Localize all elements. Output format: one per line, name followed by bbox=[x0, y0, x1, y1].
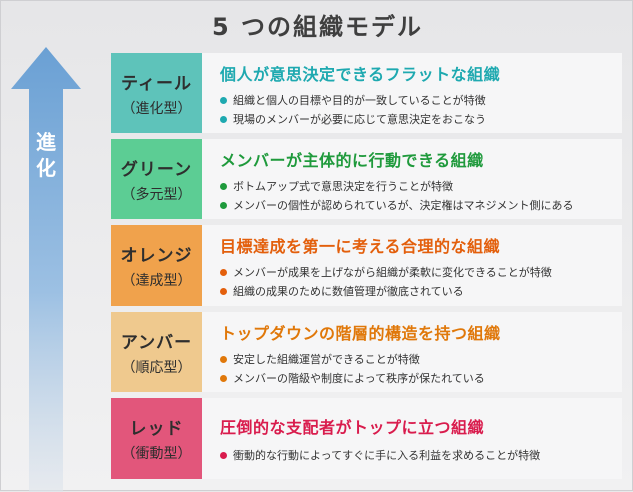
point-text: 組織と個人の目標や目的が一致していることが特徴 bbox=[233, 94, 486, 107]
bullet-icon bbox=[220, 375, 227, 382]
model-points: メンバーが成果を上げながら組織が柔軟に変化できることが特徴 組織の成果のために数… bbox=[220, 263, 616, 301]
model-row-red: レッド （衝動型） 圧倒的な支配者がトップに立つ組織 衝動的な行動によってすぐに… bbox=[111, 398, 622, 479]
model-row-teal: ティール （進化型） 個人が意思決定できるフラットな組織 組織と個人の目標や目的… bbox=[111, 53, 622, 133]
bullet-icon bbox=[220, 356, 227, 363]
arrow-label: 進 化 bbox=[33, 129, 59, 181]
model-name: レッド bbox=[129, 419, 184, 439]
point-text: 衝動的な行動によってすぐに手に入る利益を求めることが特徴 bbox=[233, 449, 541, 462]
model-points: 組織と個人の目標や目的が一致していることが特徴 現場のメンバーが必要に応じて意思… bbox=[220, 91, 616, 129]
bullet-icon bbox=[220, 288, 227, 295]
model-row-orange: オレンジ （達成型） 目標達成を第一に考える合理的な組織 メンバーが成果を上げな… bbox=[111, 225, 622, 306]
list-item: メンバーが成果を上げながら組織が柔軟に変化できることが特徴 bbox=[220, 263, 616, 282]
bullet-icon bbox=[220, 452, 227, 459]
model-heading: メンバーが主体的に行動できる組織 bbox=[220, 151, 484, 170]
arrow-shape bbox=[11, 47, 81, 492]
model-heading: 圧倒的な支配者がトップに立つ組織 bbox=[220, 418, 485, 437]
bullet-icon bbox=[220, 116, 227, 123]
model-type: （衝動型） bbox=[121, 446, 192, 462]
point-text: 現場のメンバーが必要に応じて意思決定をおこなう bbox=[233, 113, 486, 126]
bullet-icon bbox=[220, 183, 227, 190]
list-item: メンバーの階級や制度によって秩序が保たれている bbox=[220, 369, 616, 388]
arrow-label-char: 進 bbox=[36, 130, 56, 154]
model-points: 衝動的な行動によってすぐに手に入る利益を求めることが特徴 bbox=[220, 446, 616, 465]
list-item: 安定した組織運営ができることが特徴 bbox=[220, 350, 616, 369]
model-name: グリーン bbox=[120, 159, 193, 180]
list-item: 衝動的な行動によってすぐに手に入る利益を求めることが特徴 bbox=[220, 446, 616, 465]
model-label: レッド （衝動型） bbox=[111, 398, 202, 479]
model-row-amber: アンバー （順応型） トップダウンの階層的構造を持つ組織 安定した組織運営ができ… bbox=[111, 312, 622, 392]
model-label: アンバー （順応型） bbox=[111, 312, 202, 392]
list-item: ボトムアップ式で意思決定を行うことが特徴 bbox=[220, 177, 616, 196]
point-text: メンバーの個性が認められているが、決定権はマネジメント側にある bbox=[233, 199, 574, 212]
model-type: （達成型） bbox=[121, 273, 192, 289]
model-heading: 目標達成を第一に考える合理的な組織 bbox=[220, 237, 501, 256]
model-name: アンバー bbox=[120, 332, 193, 353]
model-content: 個人が意思決定できるフラットな組織 組織と個人の目標や目的が一致していることが特… bbox=[220, 53, 616, 129]
list-item: 組織と個人の目標や目的が一致していることが特徴 bbox=[220, 91, 616, 110]
page-title: 5 つの組織モデル bbox=[211, 13, 424, 41]
bullet-icon bbox=[220, 97, 227, 104]
model-label: オレンジ （達成型） bbox=[111, 225, 202, 306]
point-text: メンバーの階級や制度によって秩序が保たれている bbox=[233, 372, 485, 385]
model-points: 安定した組織運営ができることが特徴 メンバーの階級や制度によって秩序が保たれてい… bbox=[220, 350, 616, 388]
point-text: ボトムアップ式で意思決定を行うことが特徴 bbox=[233, 180, 453, 193]
bullet-icon bbox=[220, 269, 227, 276]
list-item: メンバーの個性が認められているが、決定権はマネジメント側にある bbox=[220, 196, 616, 215]
model-content: メンバーが主体的に行動できる組織 ボトムアップ式で意思決定を行うことが特徴 メン… bbox=[220, 139, 616, 215]
evolution-arrow-icon bbox=[11, 47, 81, 492]
list-item: 現場のメンバーが必要に応じて意思決定をおこなう bbox=[220, 110, 616, 129]
model-label: ティール （進化型） bbox=[111, 53, 202, 133]
list-item: 組織の成果のために数値管理が徹底されている bbox=[220, 282, 616, 301]
model-content: 圧倒的な支配者がトップに立つ組織 衝動的な行動によってすぐに手に入る利益を求める… bbox=[220, 398, 616, 465]
model-content: 目標達成を第一に考える合理的な組織 メンバーが成果を上げながら組織が柔軟に変化で… bbox=[220, 225, 616, 301]
model-heading: トップダウンの階層的構造を持つ組織 bbox=[220, 324, 501, 343]
point-text: 組織の成果のために数値管理が徹底されている bbox=[233, 285, 464, 298]
model-row-green: グリーン （多元型） メンバーが主体的に行動できる組織 ボトムアップ式で意思決定… bbox=[111, 139, 622, 219]
point-text: メンバーが成果を上げながら組織が柔軟に変化できることが特徴 bbox=[233, 266, 552, 279]
bullet-icon bbox=[220, 202, 227, 209]
model-content: トップダウンの階層的構造を持つ組織 安定した組織運営ができることが特徴 メンバー… bbox=[220, 312, 616, 388]
model-label: グリーン （多元型） bbox=[111, 139, 202, 219]
arrow-label-char: 化 bbox=[36, 156, 56, 180]
model-type: （順応型） bbox=[121, 359, 192, 376]
model-heading: 個人が意思決定できるフラットな組織 bbox=[220, 65, 501, 84]
model-name: ティール bbox=[121, 73, 192, 94]
point-text: 安定した組織運営ができることが特徴 bbox=[233, 353, 420, 366]
model-type: （進化型） bbox=[121, 100, 192, 117]
model-name: オレンジ bbox=[120, 246, 193, 266]
model-points: ボトムアップ式で意思決定を行うことが特徴 メンバーの個性が認められているが、決定… bbox=[220, 177, 616, 215]
model-type: （多元型） bbox=[121, 186, 192, 203]
